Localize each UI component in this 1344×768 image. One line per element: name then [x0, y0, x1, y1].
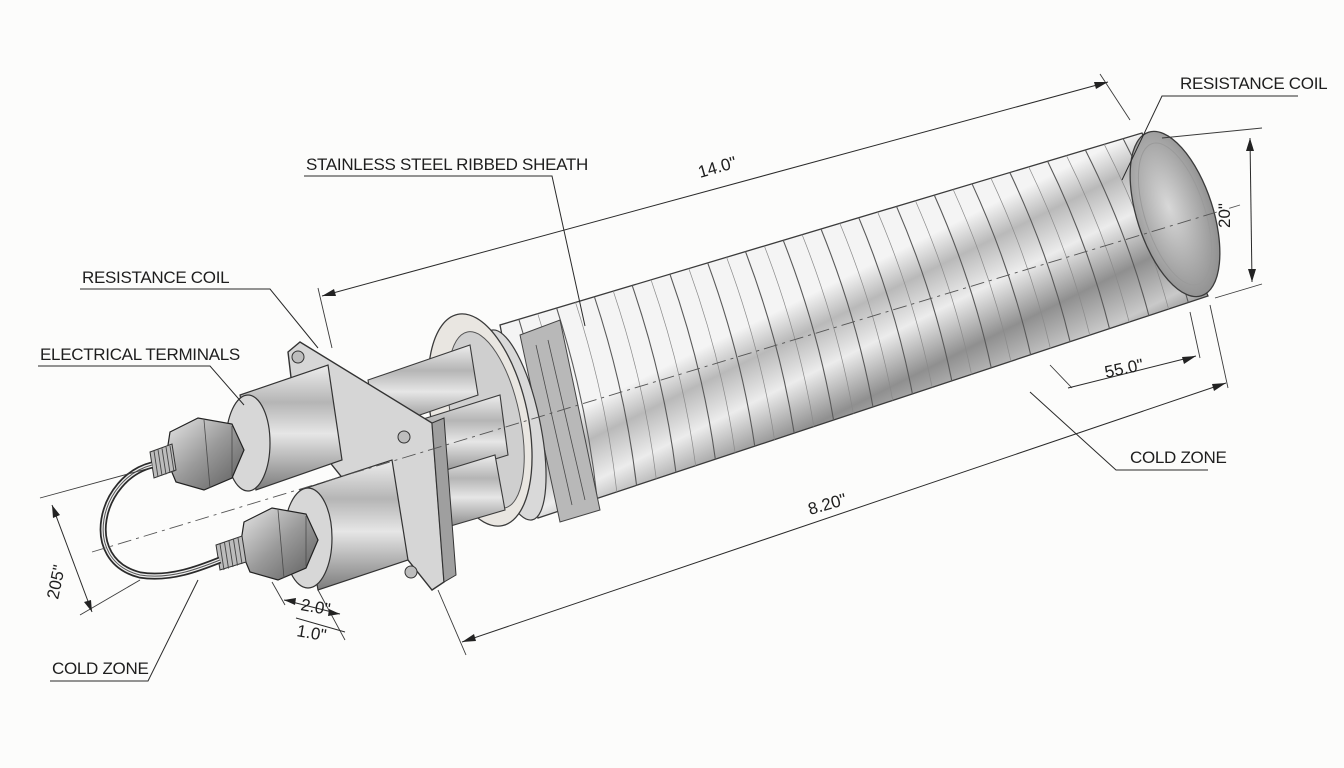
sheath-rib: [669, 273, 716, 460]
thread-line: [169, 445, 175, 472]
plate-bolt-icon: [397, 430, 411, 444]
sheath-rib: [612, 291, 657, 479]
sheath-rib: [707, 262, 756, 447]
sheath-rib: [971, 183, 1032, 355]
resistance-coil-left-label: RESISTANCE COIL: [82, 268, 229, 287]
sheath-rib: [1028, 166, 1091, 336]
sheath-rib: [933, 194, 992, 368]
ribbed-sheath: [499, 130, 1221, 519]
sheath-rib: [858, 217, 913, 395]
terminal-housing-upper: [225, 364, 343, 492]
dimension-diameter: 20": [1161, 127, 1263, 299]
sheath-rib: [1066, 155, 1130, 323]
overall-length-value: 14.0": [696, 153, 739, 182]
cold-zone-left-label: COLD ZONE: [52, 659, 148, 678]
dimension-terminal-width: 2.0" 1.0": [271, 581, 346, 645]
terminal-nut-upper: [165, 417, 245, 491]
stainless-sheath-label: STAINLESS STEEL RIBBED SHEATH: [306, 155, 588, 174]
sheath-rib: [990, 178, 1051, 349]
jumper-wire: [99, 461, 222, 580]
cold-zone-right-label: COLD ZONE: [1130, 448, 1226, 467]
resistance-coil-top-label: RESISTANCE COIL: [1180, 74, 1327, 93]
sheath-end-cap: [1129, 130, 1221, 298]
sheath-rib: [896, 206, 953, 381]
sheath-length-value: 8.20": [806, 490, 849, 519]
callout-resistance-coil-top: RESISTANCE COIL: [1121, 74, 1328, 181]
threaded-stud-upper: [149, 443, 177, 479]
sheath-rib: [952, 189, 1012, 362]
callout-cold-zone-left: COLD ZONE: [50, 579, 199, 682]
sheath-rib: [593, 296, 638, 486]
centerline: [91, 204, 1241, 553]
sheath-rib: [1047, 160, 1111, 329]
sheath-rib: [575, 302, 618, 492]
sheath-rib: [764, 245, 815, 427]
sheath-rib: [820, 228, 874, 408]
plate-bolt-icon: [291, 350, 305, 364]
threaded-stud-lower: [215, 535, 247, 571]
cold-zone-length-value: 55.0": [1103, 355, 1145, 382]
thread-line: [233, 539, 238, 566]
electrical-terminals-label: ELECTRICAL TERMINALS: [40, 345, 240, 364]
terminal-offset-value: 1.0": [295, 621, 328, 645]
dimension-terminal-spacing: 205": [39, 467, 151, 616]
sheath-rib: [782, 240, 835, 421]
thread-line: [161, 448, 167, 475]
sheath-rib: [1084, 149, 1150, 316]
terminal-width-value: 2.0": [299, 595, 332, 619]
sheath-rib: [839, 223, 894, 401]
sheath-ribs: [518, 138, 1189, 512]
thread-line: [224, 542, 229, 569]
sheath-rib: [650, 279, 696, 466]
thread-line: [237, 537, 243, 565]
plate-bolt-icon: [404, 565, 418, 579]
thread-line: [219, 543, 225, 571]
thread-line: [153, 450, 159, 478]
sheath-rib: [631, 285, 677, 473]
callout-cold-zone-right: COLD ZONE: [1029, 391, 1227, 471]
thread-line: [228, 540, 234, 568]
sheath-rib: [688, 268, 736, 453]
callout-electrical-terminals: ELECTRICAL TERMINALS: [38, 345, 245, 406]
thread-line: [165, 447, 171, 474]
callout-resistance-coil-left: RESISTANCE COIL: [80, 268, 319, 349]
terminal-spacing-value: 205": [43, 563, 69, 601]
sheath-rib: [1009, 172, 1071, 342]
thread-line: [157, 449, 163, 476]
sheath-rib: [744, 251, 795, 434]
sheath-rib: [915, 200, 972, 375]
sheath-rib: [877, 211, 933, 388]
sheath-rib: [726, 257, 775, 440]
sheath-rib: [556, 307, 598, 499]
diameter-value: 20": [1215, 203, 1234, 228]
sheath-rib: [801, 234, 854, 414]
callout-stainless-sheath: STAINLESS STEEL RIBBED SHEATH: [304, 155, 588, 327]
